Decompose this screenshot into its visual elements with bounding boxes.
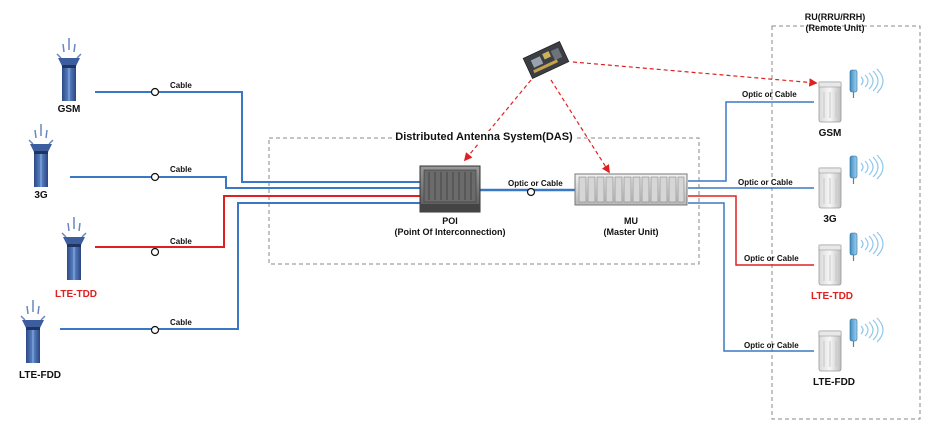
poi-full-name: (Point Of Interconnection)	[394, 227, 506, 237]
cable-gsm	[95, 91, 420, 183]
das-boundary	[268, 137, 700, 265]
master-unit-chassis-icon	[574, 173, 688, 206]
circuit-board-icon	[522, 41, 570, 79]
remote-unit-icon	[818, 68, 884, 123]
connector-lte-fdd	[150, 325, 160, 335]
source-label-lte-tdd: LTE-TDD	[54, 289, 98, 300]
connector-3g	[150, 172, 160, 182]
mu-full-name: (Master Unit)	[603, 227, 659, 237]
ru-label-lte-fdd: LTE-FDD	[812, 377, 856, 388]
arrow-to-ru	[572, 61, 818, 87]
antenna-tower-icon	[28, 123, 54, 188]
optic-cable-label: Optic or Cable	[738, 178, 793, 187]
antenna-tower-icon	[61, 216, 87, 281]
das-title: Distributed Antenna System(DAS)	[392, 131, 576, 143]
connector-lte-tdd	[150, 247, 160, 257]
ru-label-lte-tdd: LTE-TDD	[810, 291, 854, 302]
cable-lte-fdd	[60, 202, 420, 330]
cable-label: Cable	[170, 318, 192, 327]
poi-mu-link-label: Optic or Cable	[508, 179, 563, 188]
poi-label: POI (Point Of Interconnection)	[395, 216, 506, 238]
ru-subtitle: (Remote Unit)	[805, 23, 865, 33]
remote-unit-icon	[818, 231, 884, 286]
link-ru-lte-fdd	[688, 202, 814, 352]
rack-equipment-icon	[419, 165, 481, 213]
antenna-tower-icon	[56, 37, 82, 102]
mu-ru-links	[688, 101, 814, 352]
source-label-3g: 3G	[34, 190, 48, 201]
optic-cable-label: Optic or Cable	[742, 90, 797, 99]
cable-label: Cable	[170, 237, 192, 246]
cable-label: Cable	[170, 81, 192, 90]
control-arrows	[463, 61, 818, 174]
connector-poi-mu	[526, 187, 536, 197]
cable-3g	[70, 176, 420, 189]
arrow-to-mu	[550, 79, 610, 174]
remote-unit-icon	[818, 154, 884, 209]
ru-header: RU(RRU/RRH) (Remote Unit)	[805, 12, 866, 34]
optic-cable-label: Optic or Cable	[744, 254, 799, 263]
source-label-gsm: GSM	[57, 104, 81, 115]
link-ru-lte-tdd	[688, 195, 814, 266]
mu-name: MU	[623, 216, 638, 226]
source-cables	[60, 91, 420, 330]
source-label-lte-fdd: LTE-FDD	[18, 370, 62, 381]
link-ru-gsm	[688, 101, 814, 182]
arrow-to-poi	[463, 79, 532, 162]
ru-boundary	[771, 25, 921, 420]
ru-label-3g: 3G	[823, 214, 837, 225]
mu-label: MU (Master Unit)	[603, 216, 658, 238]
cable-label: Cable	[170, 165, 192, 174]
antenna-tower-icon	[20, 299, 46, 364]
ru-label-gsm: GSM	[818, 128, 842, 139]
cable-lte-tdd	[95, 195, 420, 248]
poi-name: POI	[442, 216, 458, 226]
cable-connectors	[150, 87, 160, 335]
remote-unit-icon	[818, 317, 884, 372]
connector-gsm	[150, 87, 160, 97]
optic-cable-label: Optic or Cable	[744, 341, 799, 350]
ru-title: RU(RRU/RRH)	[804, 12, 866, 22]
